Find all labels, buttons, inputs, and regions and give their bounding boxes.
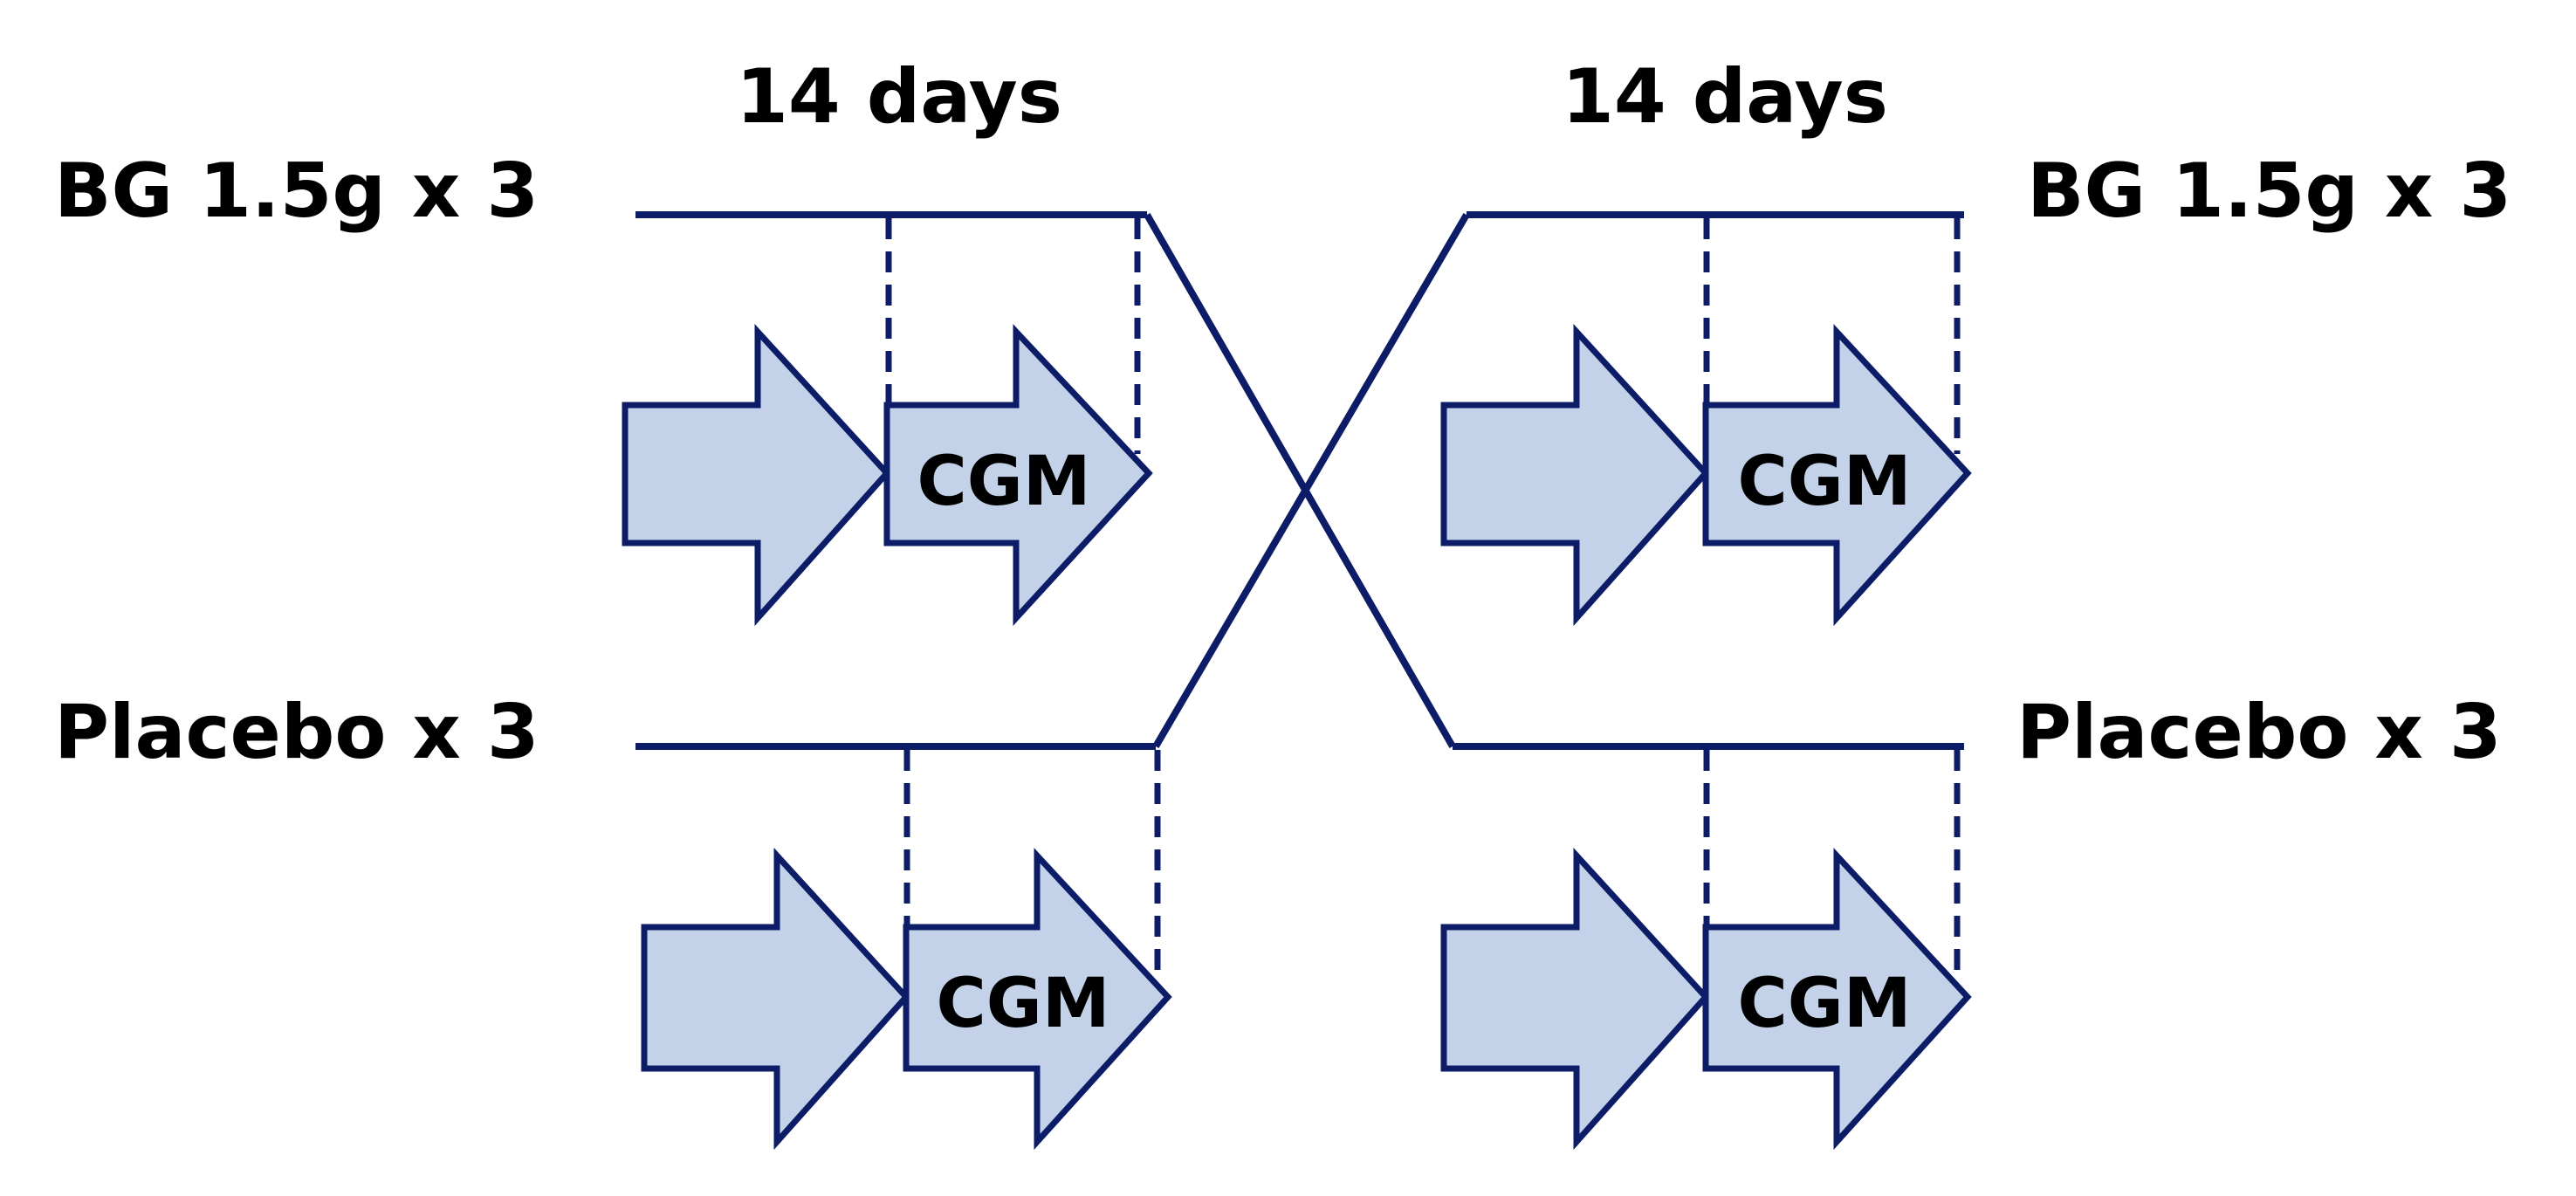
crossover-placebo-to-bg: [1152, 212, 1470, 749]
cgm-label: CGM: [1738, 443, 1912, 521]
cgm-label: CGM: [917, 443, 1091, 521]
right-arm-placebo-label: Placebo x 3: [2016, 689, 2502, 776]
cgm-arrow: [903, 848, 1172, 1151]
run-in-arrow: [641, 847, 910, 1151]
run-in-arrow: [622, 323, 891, 627]
run-in-arrow: [1440, 323, 1710, 627]
cgm-label: CGM: [1738, 965, 1912, 1043]
right-arm-bg-label: BG 1.5g x 3: [2027, 148, 2511, 235]
crossover-bg-to-placebo: [1144, 213, 1456, 748]
timeline-lines: [635, 211, 1964, 750]
cgm-arrow: [1702, 848, 1972, 1151]
arrow-group-p2-placebo: CGM: [1440, 847, 1972, 1151]
period-2-label: 14 days: [1562, 53, 1888, 141]
arrow-group-p2-bg: CGM: [1440, 323, 1972, 627]
left-arm-placebo-label: Placebo x 3: [54, 689, 539, 776]
dashed-guides: [885, 218, 1961, 978]
run-in-arrow: [1440, 847, 1710, 1151]
arrow-group-p1-bg: CGM: [622, 323, 1153, 627]
cgm-arrow: [1702, 324, 1972, 627]
arrow-group-p1-placebo: CGM: [641, 847, 1172, 1151]
period-1-label: 14 days: [736, 53, 1062, 141]
cgm-label: CGM: [937, 965, 1110, 1043]
left-arm-bg-label: BG 1.5g x 3: [54, 148, 539, 235]
cgm-arrow: [883, 324, 1153, 627]
